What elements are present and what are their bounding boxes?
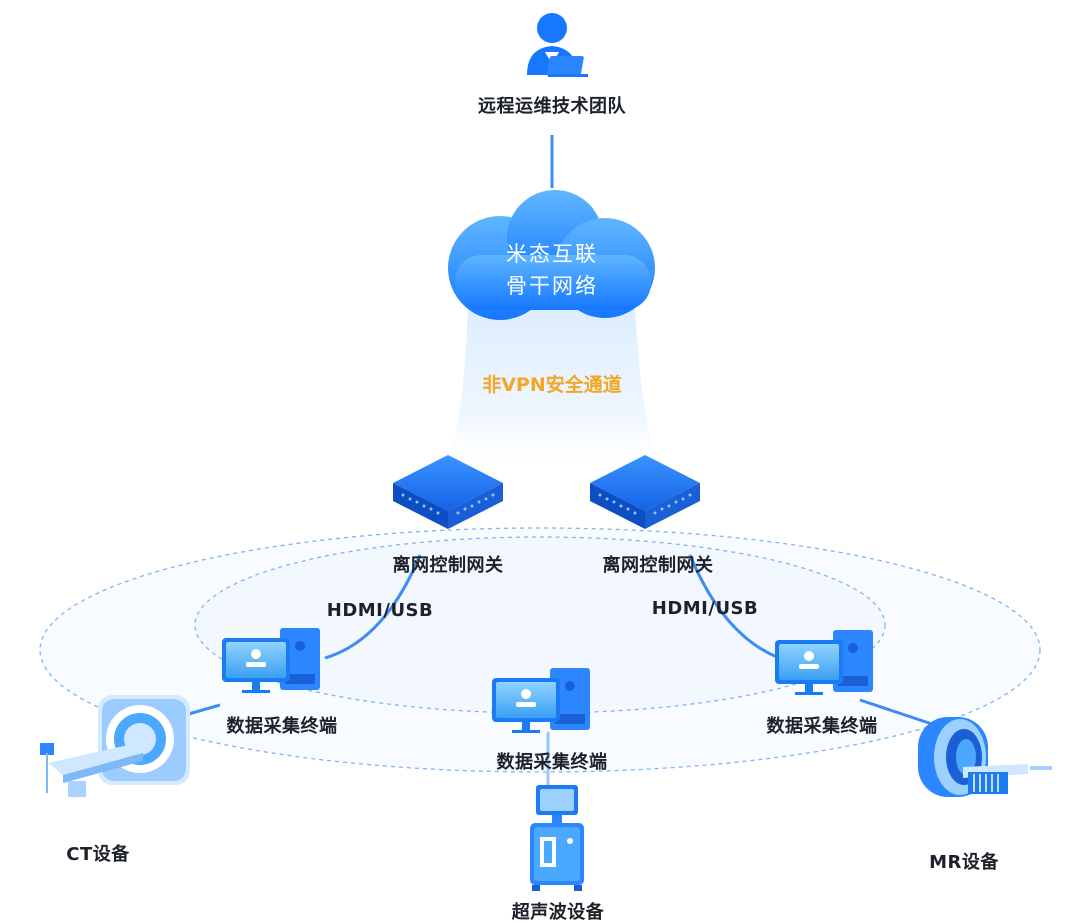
terminal-label: 数据采集终端 bbox=[766, 716, 878, 737]
link-label: HDMI/USB bbox=[326, 600, 434, 621]
mri-scanner-icon bbox=[918, 717, 1052, 797]
secure-channel-beam bbox=[445, 300, 660, 470]
secure-channel-label: 非VPN安全通道 bbox=[482, 374, 622, 396]
desktop-computer-icon bbox=[775, 630, 873, 695]
cloud-label-line1: 米态互联 bbox=[506, 242, 598, 266]
gateway1-terminal1-line bbox=[324, 554, 422, 660]
gateway-router-icon bbox=[393, 455, 503, 529]
device-label: CT设备 bbox=[66, 844, 130, 865]
terminal-label: 数据采集终端 bbox=[226, 716, 338, 737]
person-laptop-icon bbox=[527, 13, 588, 77]
device-label: MR设备 bbox=[929, 852, 999, 873]
terminal3-mr-line bbox=[859, 698, 936, 727]
gateway-label: 离网控制网关 bbox=[392, 555, 504, 576]
link-label: HDMI/USB bbox=[651, 598, 759, 619]
desktop-computer-icon bbox=[492, 668, 590, 733]
ct-scanner-icon bbox=[40, 695, 190, 797]
team-label: 远程运维技术团队 bbox=[478, 96, 626, 117]
gateway2-terminal3-line bbox=[688, 554, 786, 662]
gateway-router-icon bbox=[590, 455, 700, 529]
desktop-computer-icon bbox=[222, 628, 320, 693]
gateway-label: 离网控制网关 bbox=[602, 555, 714, 576]
cloud-icon bbox=[448, 190, 655, 320]
ultrasound-machine-icon bbox=[530, 785, 584, 891]
terminal-label: 数据采集终端 bbox=[496, 752, 608, 773]
device-label: 超声波设备 bbox=[511, 902, 605, 923]
cloud-label-line2: 骨干网络 bbox=[506, 274, 598, 298]
